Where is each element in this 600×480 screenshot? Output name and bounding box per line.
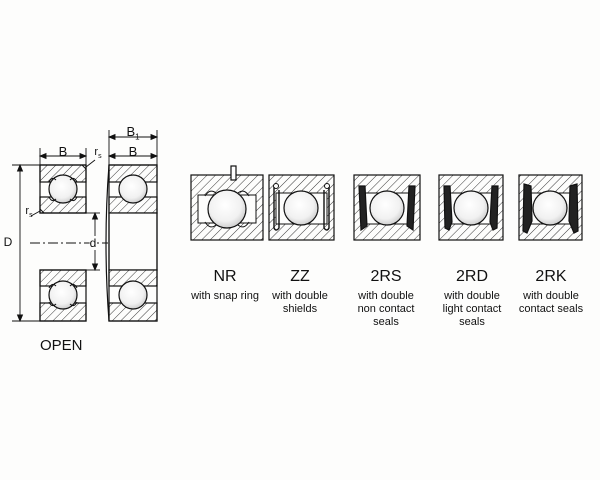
type-code: 2RK <box>535 268 567 285</box>
dimension-lines <box>12 148 108 323</box>
type-desc-line: with double <box>272 290 328 302</box>
dim-b-label: B <box>58 144 68 159</box>
type-desc-line: non contact <box>357 303 415 315</box>
type-desc-line: with snap ring <box>191 290 259 302</box>
open-bearing-section <box>39 164 87 322</box>
type-nr: NR with snap ring <box>191 268 259 303</box>
dimension-b1 <box>107 130 159 165</box>
seal-left-icon <box>358 185 368 232</box>
bearing-2rk <box>518 174 583 241</box>
seal-right-icon <box>406 185 416 232</box>
snap-ring-icon <box>230 165 237 181</box>
dim-outer-diameter-label: D <box>3 235 13 249</box>
open-bearing-side <box>105 164 158 322</box>
bearing-zz <box>268 174 335 241</box>
shield-left-icon <box>273 187 280 231</box>
type-desc-line: with double <box>358 290 414 302</box>
type-code: ZZ <box>290 268 310 285</box>
dim-rs-left-main: r <box>25 205 30 217</box>
dim-rs-top-label: rs <box>94 146 101 160</box>
type-code: NR <box>213 268 237 285</box>
dim-b1-sub: 1 <box>135 132 140 142</box>
seal-right-icon <box>568 183 579 234</box>
dim-rs-left-label: rs <box>25 205 32 219</box>
dim-inner-diameter-label: d <box>89 236 97 250</box>
seal-left-icon <box>443 185 453 231</box>
bearing-2rd <box>438 174 504 241</box>
type-desc-line: with double <box>444 290 500 302</box>
dim-rs-top-sub: s <box>98 153 102 161</box>
type-desc-line: contact seals <box>518 303 584 315</box>
type-2rd: 2RD with double light contact seals <box>443 268 502 329</box>
type-code: 2RS <box>370 268 402 285</box>
type-desc-line: seals <box>373 316 399 328</box>
type-code: 2RD <box>455 268 489 285</box>
dim-b1-main: B <box>126 124 136 139</box>
open-label: OPEN <box>40 337 83 354</box>
type-2rs: 2RS with double non contact seals <box>358 268 415 329</box>
seal-right-icon <box>489 185 499 231</box>
dim-rs-left-sub: s <box>29 212 33 220</box>
shield-right-icon <box>323 187 330 231</box>
bearing-nr <box>190 165 264 241</box>
seal-left-icon <box>522 183 533 234</box>
type-2rk: 2RK with double contact seals <box>519 268 583 316</box>
type-zz: ZZ with double shields <box>272 268 328 316</box>
type-desc-line: light contact <box>442 303 502 315</box>
type-desc-line: with double <box>523 290 579 302</box>
type-desc-line: seals <box>459 316 485 328</box>
dim-b1-label: B1 <box>126 124 139 142</box>
bearing-2rs <box>353 174 421 241</box>
dim-rs-top-main: r <box>94 146 99 158</box>
dim-b-side-label: B <box>128 144 138 159</box>
type-desc-line: shields <box>282 303 318 315</box>
